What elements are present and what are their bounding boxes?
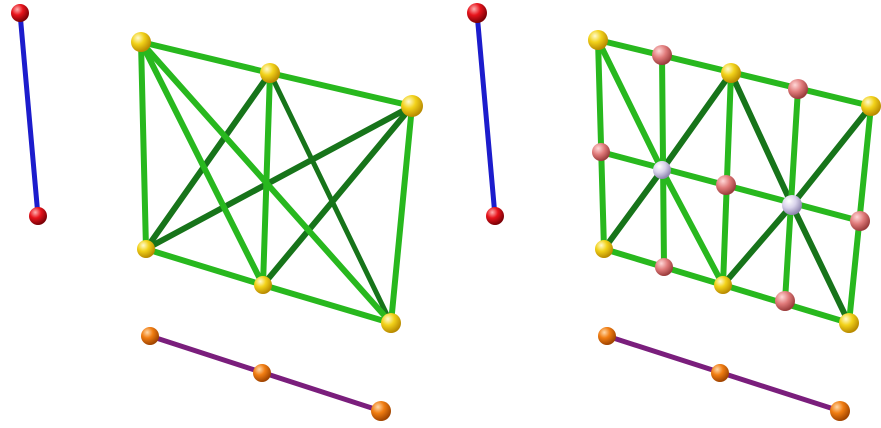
pink-node bbox=[592, 143, 610, 161]
orange-node bbox=[711, 364, 729, 382]
yellow-node bbox=[381, 313, 401, 333]
yellow-node bbox=[401, 95, 423, 117]
lavender-node bbox=[782, 195, 802, 215]
left-blue-segment bbox=[11, 4, 47, 225]
yellow-node bbox=[588, 30, 608, 50]
dark-green-edge bbox=[601, 167, 665, 252]
right-figure bbox=[467, 3, 881, 421]
green-edge bbox=[143, 246, 266, 288]
dark-green-edge bbox=[728, 70, 795, 208]
dark-green-edge bbox=[260, 103, 415, 288]
red-node bbox=[11, 4, 29, 22]
right-purple-segment bbox=[598, 327, 850, 421]
right-blue-segment bbox=[467, 3, 504, 225]
orange-node bbox=[141, 327, 159, 345]
orange-node bbox=[598, 327, 616, 345]
green-edge bbox=[138, 39, 394, 326]
red-node bbox=[29, 207, 47, 225]
left-purple-segment bbox=[141, 327, 391, 421]
green-edge bbox=[388, 103, 415, 326]
orange-node bbox=[253, 364, 271, 382]
dark-green-edge bbox=[659, 70, 734, 173]
red-node bbox=[467, 3, 487, 23]
green-edge bbox=[659, 167, 726, 288]
pink-node bbox=[652, 45, 672, 65]
dark-green-edge bbox=[789, 202, 852, 326]
green-edge bbox=[782, 86, 801, 304]
yellow-node bbox=[137, 240, 155, 258]
yellow-node bbox=[254, 276, 272, 294]
blue-edge bbox=[17, 10, 41, 219]
left-complete-grid bbox=[131, 32, 423, 333]
yellow-node bbox=[131, 32, 151, 52]
green-edge bbox=[138, 39, 149, 252]
dark-green-edge bbox=[143, 103, 415, 252]
yellow-node bbox=[260, 63, 280, 83]
pink-node bbox=[775, 291, 795, 311]
dark-green-edge bbox=[267, 70, 394, 326]
dark-green-edge bbox=[143, 70, 273, 252]
green-edge bbox=[138, 39, 266, 288]
green-edge bbox=[138, 39, 273, 76]
yellow-node bbox=[595, 240, 613, 258]
pink-node bbox=[716, 175, 736, 195]
pink-node bbox=[788, 79, 808, 99]
yellow-node bbox=[861, 96, 881, 116]
orange-node bbox=[371, 401, 391, 421]
yellow-node bbox=[721, 63, 741, 83]
left-figure bbox=[11, 4, 423, 421]
pink-node bbox=[655, 258, 673, 276]
green-edge bbox=[595, 37, 665, 173]
red-node bbox=[486, 207, 504, 225]
dark-green-edge bbox=[789, 103, 874, 208]
right-subdivided-grid bbox=[588, 30, 881, 333]
green-edge bbox=[267, 70, 415, 109]
green-edge bbox=[659, 52, 667, 270]
dark-green-edge bbox=[720, 202, 795, 288]
pink-node bbox=[850, 211, 870, 231]
green-edge bbox=[260, 282, 394, 326]
yellow-node bbox=[714, 276, 732, 294]
orange-node bbox=[830, 401, 850, 421]
lavender-node bbox=[653, 161, 671, 179]
yellow-node bbox=[839, 313, 859, 333]
blue-edge bbox=[474, 10, 498, 219]
